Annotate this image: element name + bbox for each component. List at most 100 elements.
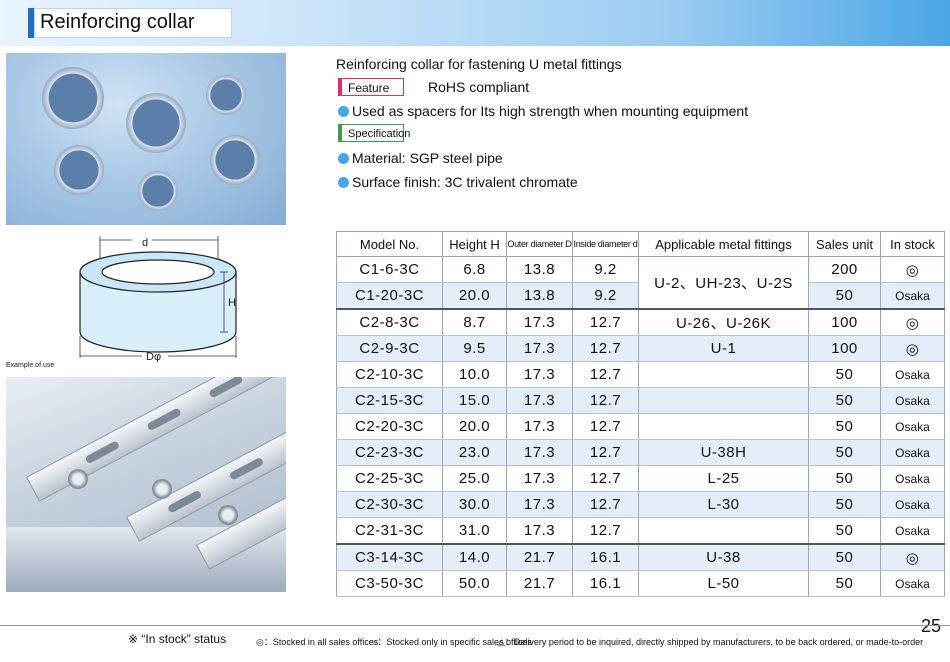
inside-diameter-cell: 12.7 bbox=[572, 335, 639, 362]
fittings-cell bbox=[638, 361, 809, 388]
bolt-image bbox=[218, 505, 238, 525]
sales-unit-cell: 50 bbox=[808, 465, 881, 492]
header-accent-bar bbox=[28, 8, 34, 38]
model-cell: C3-14-3C bbox=[336, 543, 443, 571]
header-inside-diameter: Inside diameter d bbox=[572, 231, 639, 257]
sales-unit-cell: 50 bbox=[808, 413, 881, 440]
stock-cell: ◎ bbox=[880, 335, 945, 362]
outer-diameter-cell: 17.3 bbox=[506, 439, 573, 466]
feature-text: RoHS compliant bbox=[428, 79, 530, 95]
bullet-icon bbox=[338, 153, 349, 164]
feature-tag: Feature bbox=[338, 78, 404, 96]
stock-cell: ◎ bbox=[880, 308, 945, 336]
collar-ring-image bbox=[206, 75, 246, 115]
model-cell: C2-23-3C bbox=[336, 439, 443, 466]
table-row: C3-14-3C 14.0 21.7 16.1 U-38 50 ◎ bbox=[336, 543, 945, 571]
fittings-cell: U-1 bbox=[638, 335, 809, 362]
inside-diameter-cell: 12.7 bbox=[572, 413, 639, 440]
inside-diameter-cell: 16.1 bbox=[572, 570, 639, 597]
sales-unit-cell: 50 bbox=[808, 282, 881, 310]
table-row: C2-23-3C 23.0 17.3 12.7 U-38H 50 Osaka bbox=[336, 439, 945, 466]
stock-cell: ◎ bbox=[880, 256, 945, 283]
sales-unit-cell: 200 bbox=[808, 256, 881, 283]
sales-unit-cell: 100 bbox=[808, 308, 881, 336]
height-cell: 9.5 bbox=[442, 335, 507, 362]
table-row: C2-20-3C 20.0 17.3 12.7 50 Osaka bbox=[336, 413, 945, 440]
outer-diameter-cell: 17.3 bbox=[506, 308, 573, 336]
height-cell: 31.0 bbox=[442, 517, 507, 545]
outer-diameter-cell: 21.7 bbox=[506, 543, 573, 571]
spec-bullet-material: Material: SGP steel pipe bbox=[352, 150, 503, 166]
header-in-stock: In stock bbox=[880, 231, 945, 257]
model-cell: C2-31-3C bbox=[336, 517, 443, 545]
spec-bullet-finish: Surface finish: 3C trivalent chromate bbox=[352, 174, 578, 190]
inside-diameter-cell: 12.7 bbox=[572, 517, 639, 545]
fittings-cell bbox=[638, 387, 809, 414]
stock-cell: Osaka bbox=[880, 282, 945, 310]
header-applicable-fittings: Applicable metal fittings bbox=[638, 231, 809, 257]
collar-ring-image bbox=[54, 145, 104, 195]
sales-unit-cell: 50 bbox=[808, 543, 881, 571]
model-cell: C2-20-3C bbox=[336, 413, 443, 440]
footer-divider bbox=[0, 625, 950, 626]
height-cell: 23.0 bbox=[442, 439, 507, 466]
legend-delivery-period: △：Delivery period to be inquired, direct… bbox=[498, 637, 924, 647]
fittings-cell: L-30 bbox=[638, 491, 809, 518]
header-sales-unit: Sales unit bbox=[808, 231, 881, 257]
fittings-cell: U-38H bbox=[638, 439, 809, 466]
collar-ring-image bbox=[138, 171, 178, 211]
sales-unit-cell: 50 bbox=[808, 570, 881, 597]
sales-unit-cell: 100 bbox=[808, 335, 881, 362]
outer-diameter-cell: 13.8 bbox=[506, 282, 573, 310]
stock-cell: Osaka bbox=[880, 517, 945, 545]
fittings-cell: L-50 bbox=[638, 570, 809, 597]
spec-table: Model No. Height H Outer diameter D Insi… bbox=[336, 231, 945, 597]
sales-unit-cell: 50 bbox=[808, 517, 881, 545]
legend-all-offices: ◎：Stocked in all sales offices bbox=[256, 637, 379, 647]
model-cell: C2-8-3C bbox=[336, 308, 443, 336]
fittings-cell: L-25 bbox=[638, 465, 809, 492]
fittings-cell: U-2、UH-23、U-2S bbox=[638, 256, 809, 310]
fittings-cell: U-38 bbox=[638, 543, 809, 571]
header-outer-diameter: Outer diameter D bbox=[506, 231, 573, 257]
inside-diameter-cell: 12.7 bbox=[572, 465, 639, 492]
inside-diameter-cell: 12.7 bbox=[572, 439, 639, 466]
stock-cell: Osaka bbox=[880, 491, 945, 518]
outer-diameter-cell: 13.8 bbox=[506, 256, 573, 283]
height-cell: 14.0 bbox=[442, 543, 507, 571]
diagram-label-h: H bbox=[228, 297, 236, 309]
table-row: C2-9-3C 9.5 17.3 12.7 U-1 100 ◎ bbox=[336, 335, 945, 362]
page-title: Reinforcing collar bbox=[40, 11, 195, 33]
stock-cell: Osaka bbox=[880, 413, 945, 440]
outer-diameter-cell: 17.3 bbox=[506, 361, 573, 388]
outer-diameter-cell: 17.3 bbox=[506, 413, 573, 440]
model-cell: C2-9-3C bbox=[336, 335, 443, 362]
height-cell: 20.0 bbox=[442, 282, 507, 310]
inside-diameter-cell: 16.1 bbox=[572, 543, 639, 571]
example-of-use-label: Example of use bbox=[6, 362, 55, 369]
inside-diameter-cell: 9.2 bbox=[572, 256, 639, 283]
inside-diameter-cell: 12.7 bbox=[572, 361, 639, 388]
model-cell: C2-15-3C bbox=[336, 387, 443, 414]
inside-diameter-cell: 12.7 bbox=[572, 387, 639, 414]
collar-ring-image bbox=[42, 67, 104, 129]
height-cell: 50.0 bbox=[442, 570, 507, 597]
height-cell: 10.0 bbox=[442, 361, 507, 388]
height-cell: 30.0 bbox=[442, 491, 507, 518]
stock-cell: Osaka bbox=[880, 439, 945, 466]
table-row: C2-10-3C 10.0 17.3 12.7 50 Osaka bbox=[336, 361, 945, 388]
product-heading: Reinforcing collar for fastening U metal… bbox=[336, 56, 622, 72]
stock-cell: Osaka bbox=[880, 387, 945, 414]
inside-diameter-cell: 9.2 bbox=[572, 282, 639, 310]
example-of-use-photo bbox=[6, 377, 286, 592]
table-row: C2-15-3C 15.0 17.3 12.7 50 Osaka bbox=[336, 387, 945, 414]
model-cell: C2-25-3C bbox=[336, 465, 443, 492]
outer-diameter-cell: 17.3 bbox=[506, 335, 573, 362]
diagram-label-d: d bbox=[142, 237, 148, 249]
stock-status-label: ※ “In stock” status bbox=[128, 632, 227, 646]
diagram-label-outer-d: Dφ bbox=[146, 351, 161, 362]
outer-diameter-cell: 17.3 bbox=[506, 387, 573, 414]
collar-ring-image bbox=[210, 135, 260, 185]
table-row: C2-31-3C 31.0 17.3 12.7 50 Osaka bbox=[336, 517, 945, 545]
feature-bullet-text: Used as spacers for Its high strength wh… bbox=[352, 103, 749, 119]
